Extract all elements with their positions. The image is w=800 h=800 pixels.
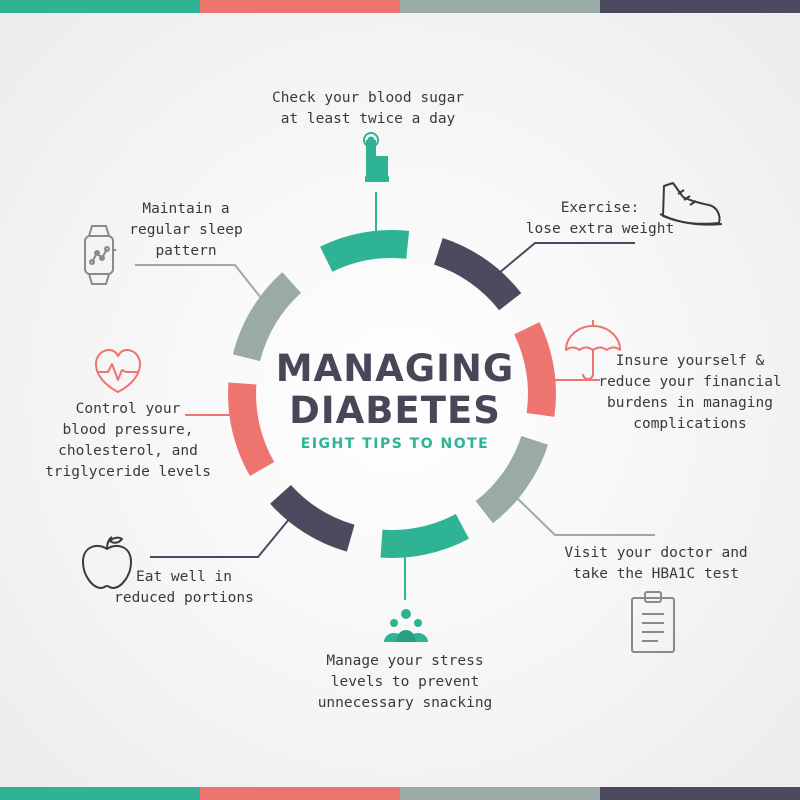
bottom-color-band: [0, 787, 800, 800]
ring-segment-blood-sugar: [320, 230, 410, 272]
ring-segment-sleep: [232, 272, 302, 362]
connector-doctor: [516, 497, 655, 536]
connector-sleep: [135, 264, 266, 304]
tip-blood-sugar: Check your blood sugar at least twice a …: [271, 90, 465, 127]
group-icon: [384, 609, 428, 642]
finger-tap-icon: [363, 132, 389, 182]
clipboard-icon: [631, 591, 675, 653]
ring-segment-exercise: [433, 237, 522, 311]
connector-exercise: [486, 242, 635, 284]
sneaker-icon: [659, 182, 723, 226]
heart-pulse-icon: [95, 349, 141, 393]
ring-segment-insure: [514, 322, 556, 417]
title-line-1: MANAGING: [275, 347, 515, 390]
tip-doctor: Visit your doctor and take the HBA1C tes…: [564, 545, 748, 582]
ring-segment-eat: [270, 484, 355, 552]
tip-eat: Eat well in reduced portions: [114, 569, 254, 606]
smartwatch-icon: [84, 225, 116, 285]
umbrella-icon: [565, 320, 621, 380]
tip-exercise: Exercise: lose extra weight: [525, 200, 675, 237]
tip-stress: Manage your stress levels to prevent unn…: [317, 653, 493, 711]
ring-segment-doctor: [475, 435, 549, 524]
title-line-2: DIABETES: [289, 389, 501, 432]
diagram-title-block: MANAGING DIABETES EIGHT TIPS TO NOTE: [250, 347, 540, 453]
ring-segment-stress: [380, 513, 469, 558]
tip-insure: Insure yourself & reduce your financial …: [598, 353, 782, 432]
subtitle: EIGHT TIPS TO NOTE: [300, 436, 490, 452]
ring-segment-pressure: [228, 382, 275, 476]
tip-pressure: Control your blood pressure, cholesterol…: [45, 401, 211, 480]
apple-icon: [82, 536, 132, 589]
connector-eat: [150, 517, 291, 558]
top-color-band: [0, 0, 800, 13]
tip-sleep: Maintain a regular sleep pattern: [129, 201, 243, 259]
